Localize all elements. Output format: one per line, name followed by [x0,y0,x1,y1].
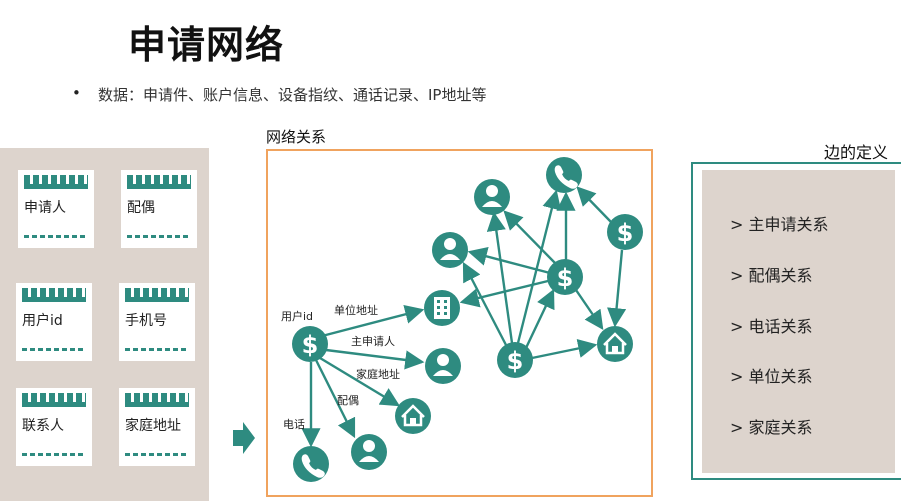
card-label: 用户id [22,313,63,329]
label-main-applicant: 主申请人 [351,335,395,348]
edge-definition-title: 边的定义 [824,143,889,162]
card-applicant: 申请人 [18,170,94,248]
svg-text:$: $ [557,264,574,292]
edge-d4-home [607,249,627,328]
phone-node-icon [546,157,582,193]
dollar-node-icon: $ [607,214,643,250]
card-stripes [22,288,86,302]
edge-spouse [314,359,356,439]
card-stripes [24,175,88,189]
edge-item-spouse: > 配偶关系 [730,266,813,285]
card-dash [125,453,189,456]
dollar-node-icon: $ [292,326,328,362]
page-title: 申请网络 [128,23,285,67]
card-label: 配偶 [127,200,155,216]
dollar-node-icon: $ [497,342,533,378]
bullet-marker: • [72,84,81,102]
edge-d3-d2 [524,288,555,349]
card-dash [127,235,191,238]
card-stripes [127,175,191,189]
card-dash [125,348,189,351]
label-user-id: 用户id [281,309,313,323]
edge-item-work: > 单位关系 [730,367,813,386]
person-node-icon [432,232,468,268]
edge-d3-home [531,338,598,360]
person-node-icon [351,434,387,470]
card-user-id: 用户id [16,283,92,361]
label-phone: 电话 [283,418,305,431]
edge-d4-phone [576,186,612,223]
edge-item-phone: > 电话关系 [730,317,813,336]
label-home-address: 家庭地址 [356,367,400,381]
edge-work-address [321,304,425,338]
card-label: 联系人 [22,418,64,434]
dollar-node-icon: $ [547,259,583,295]
edge-item-home: > 家庭关系 [730,418,813,437]
label-work-address: 单位地址 [334,303,378,317]
edge-definition-frame [691,162,901,480]
label-spouse: 配偶 [337,394,359,407]
edge-d3-phone [516,189,562,344]
home-node-icon [597,326,633,362]
card-home-address: 家庭地址 [119,388,195,466]
card-label: 手机号 [125,313,167,329]
building-node-icon [424,290,460,326]
card-stripes [22,393,86,407]
card-dash [22,453,86,456]
data-source-panel: 申请人 配偶 用户id 手机号 联系人 家庭地址 [0,148,209,501]
svg-text:$: $ [507,347,524,375]
phone-node-icon [293,446,329,482]
edge-d3-person1 [462,261,508,346]
card-stripes [125,288,189,302]
card-contact: 联系人 [16,388,92,466]
edge-d2-home [575,289,604,330]
svg-text:$: $ [617,219,634,247]
data-description: 数据：申请件、账户信息、设备指纹、通话记录、IP地址等 [98,86,487,104]
card-label: 申请人 [24,200,66,216]
card-phone: 手机号 [119,283,195,361]
flow-arrow-icon [233,422,255,454]
card-label: 家庭地址 [125,418,181,434]
edge-d2-person2 [503,210,556,264]
network-frame [266,149,653,497]
card-spouse: 配偶 [121,170,197,248]
card-stripes [125,393,189,407]
card-dash [24,235,88,238]
card-dash [22,348,86,351]
edge-main-applicant [325,348,425,370]
edge-d3-person2 [486,211,514,344]
edge-item-main-applicant: > 主申请关系 [730,215,829,234]
svg-text:$: $ [302,331,319,359]
person-node-icon [474,179,510,215]
edge-definition-panel [702,170,895,473]
network-title: 网络关系 [266,128,327,146]
edge-home-address [319,356,401,407]
home-node-icon [395,398,431,434]
person-node-icon [425,348,461,384]
